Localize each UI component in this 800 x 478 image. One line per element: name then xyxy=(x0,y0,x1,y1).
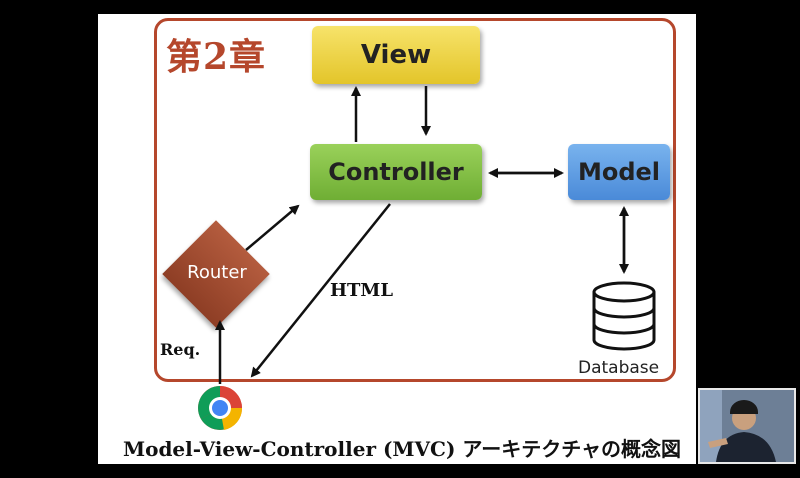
presenter-webcam xyxy=(698,388,796,464)
arrow-router-to-controller xyxy=(245,204,300,251)
database-icon xyxy=(592,281,656,351)
router-label: Router xyxy=(187,262,247,283)
controller-node: Controller xyxy=(310,144,482,200)
model-node: Model xyxy=(568,144,670,200)
arrow-controller-to-browser xyxy=(250,203,391,378)
presenter-icon xyxy=(700,390,794,462)
chapter-title: 第2章 xyxy=(166,36,267,78)
view-node: View xyxy=(312,26,480,84)
database-label: Database xyxy=(578,358,660,378)
request-edge-label: Req. xyxy=(160,340,201,359)
diagram-caption: Model-View-Controller (MVC) アーキテクチャの概念図 xyxy=(122,437,682,461)
chrome-browser-icon xyxy=(198,386,243,430)
chapter-frame xyxy=(154,18,676,382)
html-edge-label: HTML xyxy=(330,280,393,301)
